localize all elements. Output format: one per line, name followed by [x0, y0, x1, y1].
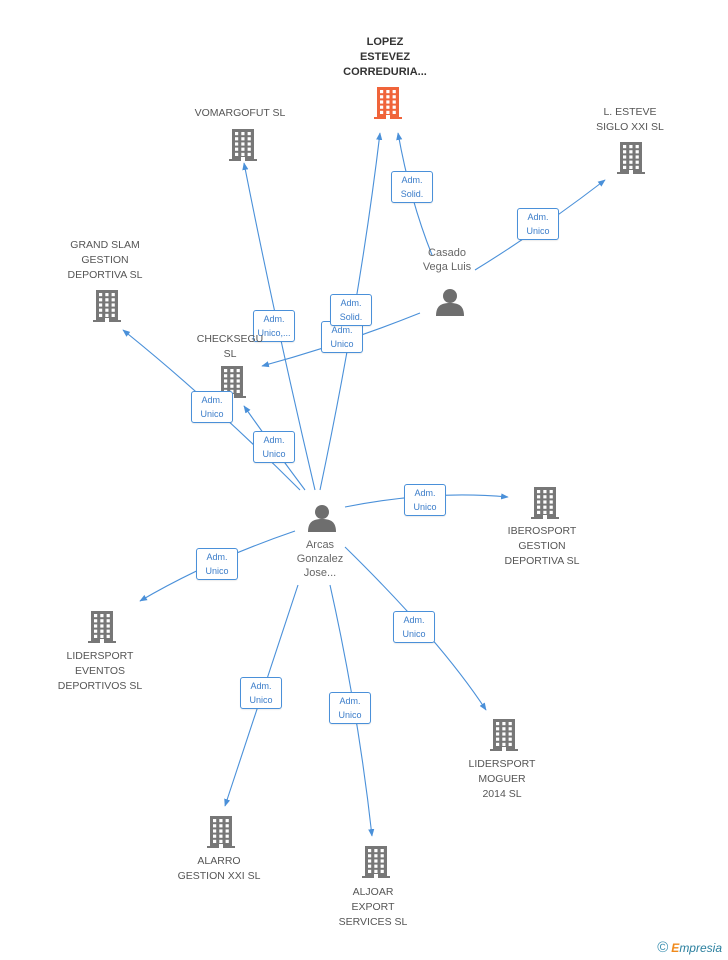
company-building-icon[interactable]: [617, 142, 645, 174]
company-building-icon[interactable]: [229, 129, 257, 161]
company-label-alarro[interactable]: ALARRO GESTION XXI SL: [177, 855, 261, 882]
edge-label-arcas-to-vomargofut[interactable]: Adm. Unico,...: [253, 310, 295, 342]
company-building-icon[interactable]: [207, 816, 235, 848]
company-label-aljoar[interactable]: ALJOAR EXPORT SERVICES SL: [338, 886, 408, 928]
edge-label-arcas-to-lopez[interactable]: Adm. Solid.: [330, 294, 372, 326]
company-label-iberosport[interactable]: IBEROSPORT GESTION DEPORTIVA SL: [504, 525, 580, 567]
person-icon[interactable]: [308, 505, 336, 532]
company-label-checkseg[interactable]: CHECKSEGU SL: [196, 333, 264, 360]
edge-label-casado-to-esteve[interactable]: Adm. Unico: [517, 208, 559, 240]
company-label-lidereventos[interactable]: LIDERSPORT EVENTOS DEPORTIVOS SL: [57, 650, 143, 692]
company-building-icon[interactable]: [490, 719, 518, 751]
main-company-building-icon[interactable]: [374, 87, 402, 119]
company-label-lidermoguer[interactable]: LIDERSPORT MOGUER 2014 SL: [468, 758, 536, 800]
company-building-icon[interactable]: [531, 487, 559, 519]
company-label-esteve[interactable]: L. ESTEVE SIGLO XXI SL: [596, 106, 664, 133]
company-label-vomargofut[interactable]: VOMARGOFUT SL: [194, 107, 286, 119]
edge-label-casado-to-lopez[interactable]: Adm. Solid.: [391, 171, 433, 203]
person-icon[interactable]: [436, 289, 464, 316]
edge-label-arcas-to-iberosport[interactable]: Adm. Unico: [404, 484, 446, 516]
edge-label-casado-to-checkseg[interactable]: Adm. Unico: [321, 321, 363, 353]
edge-label-arcas-to-lidereventos[interactable]: Adm. Unico: [196, 548, 238, 580]
company-building-icon[interactable]: [93, 290, 121, 322]
copyright-icon: ©: [657, 939, 669, 956]
company-label-grandslam[interactable]: GRAND SLAM GESTION DEPORTIVA SL: [67, 239, 143, 281]
company-label-lopez[interactable]: LOPEZ ESTEVEZ CORREDURIA...: [343, 36, 427, 78]
edge-label-arcas-to-lidermoguer[interactable]: Adm. Unico: [393, 611, 435, 643]
company-building-icon[interactable]: [362, 846, 390, 878]
person-label-casado[interactable]: Casado Vega Luis: [422, 247, 472, 273]
brand-name: mpresia: [679, 941, 722, 955]
edge-label-arcas-to-grandslam[interactable]: Adm. Unico: [191, 391, 233, 423]
edge-label-arcas-to-aljoar[interactable]: Adm. Unico: [329, 692, 371, 724]
edge-label-arcas-to-checkseg[interactable]: Adm. Unico: [253, 431, 295, 463]
edge-label-arcas-to-alarro[interactable]: Adm. Unico: [240, 677, 282, 709]
company-building-icon[interactable]: [88, 611, 116, 643]
brand-initial: E: [671, 941, 680, 955]
empresia-watermark: ©Empresia: [657, 939, 722, 956]
person-label-arcas[interactable]: Arcas Gonzalez Jose...: [296, 539, 344, 579]
